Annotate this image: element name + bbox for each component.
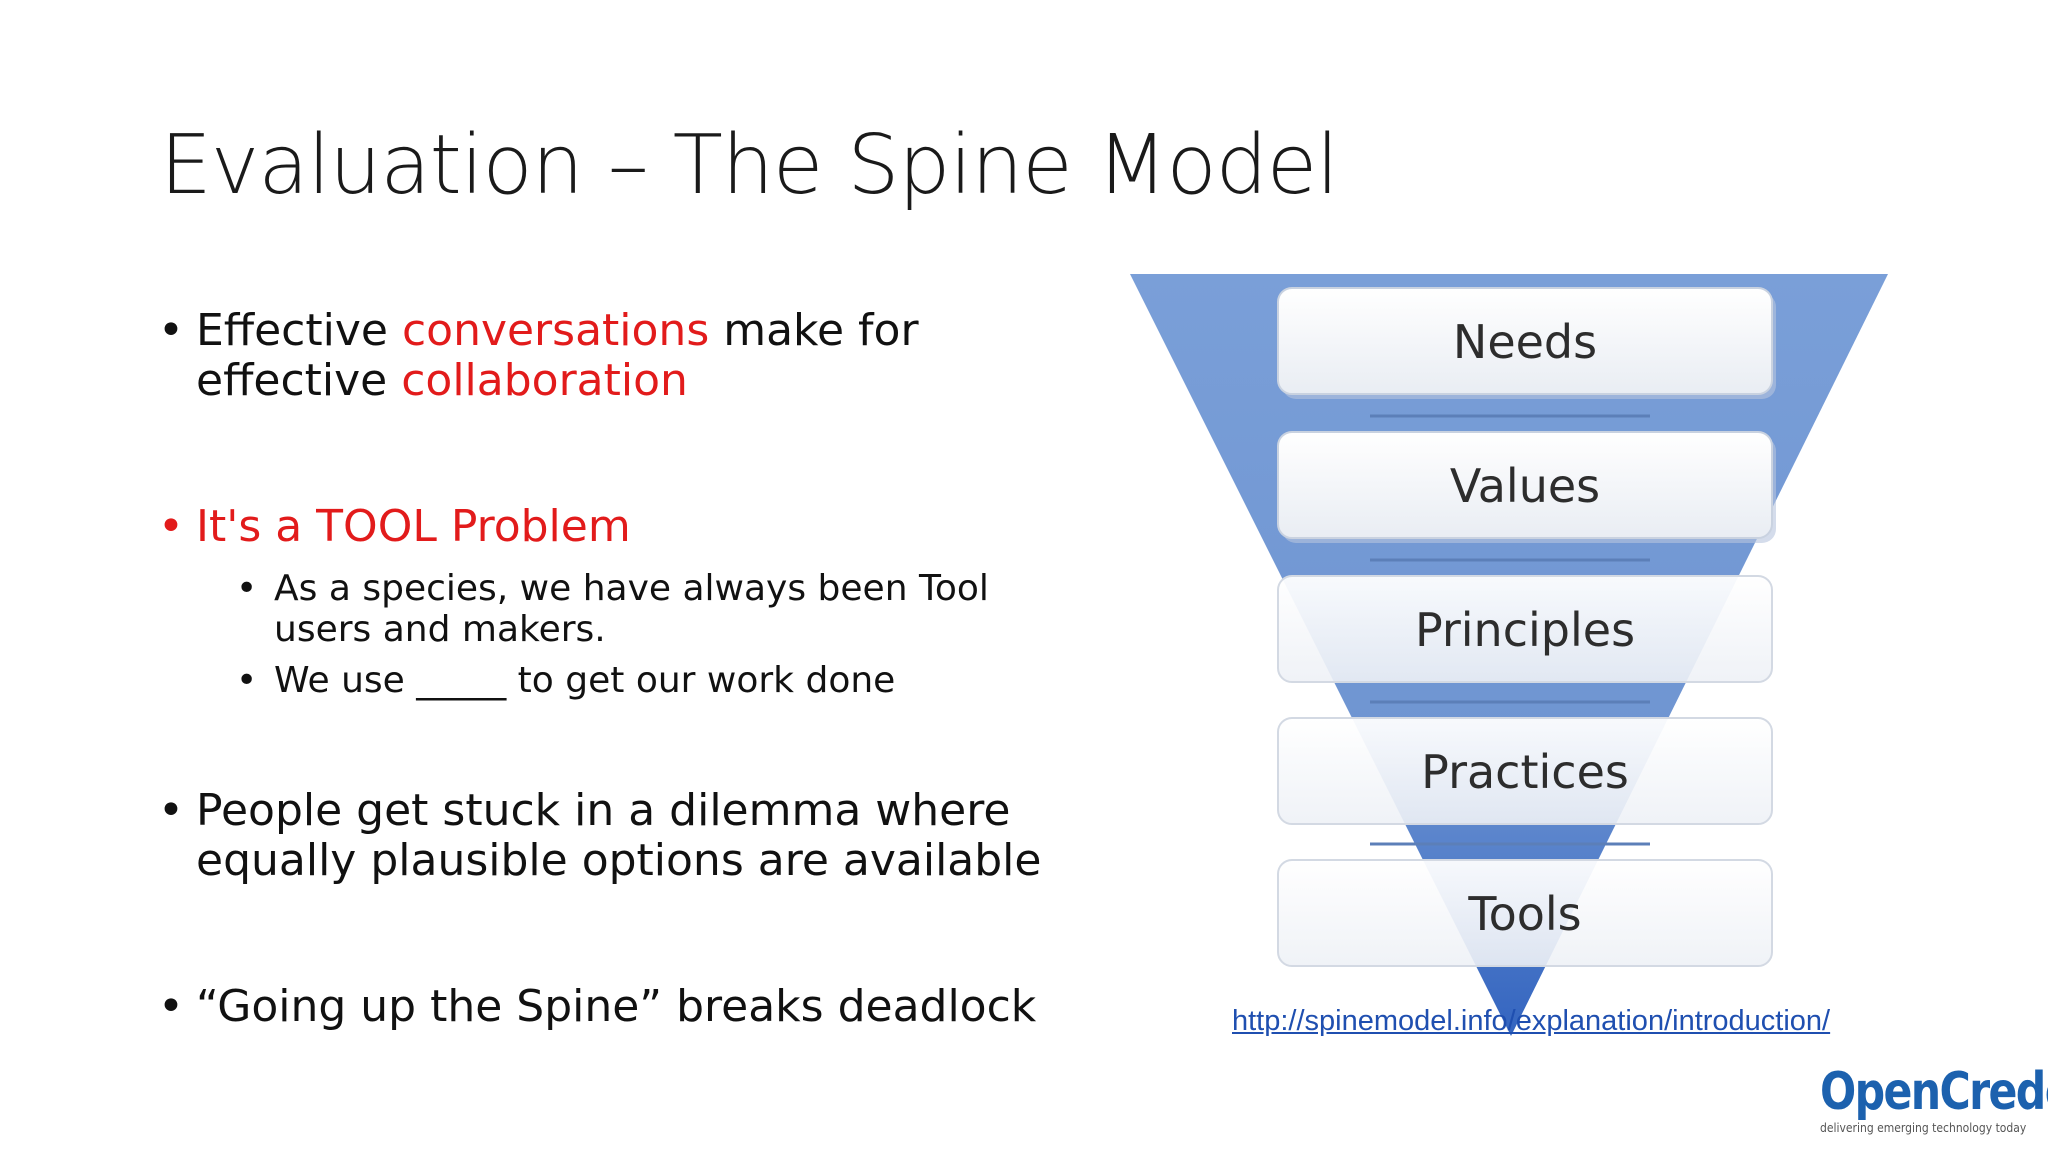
- spine-model-diagram: Needs Values Principles Practices Tools: [1130, 274, 1888, 1036]
- bullet-dot: •: [158, 785, 184, 836]
- bullet-tool-problem: • It's a TOOL Problem: [158, 502, 631, 552]
- bullet-dot: •: [236, 568, 258, 609]
- subbullet-text: We use _____ to get our work done: [274, 660, 896, 701]
- bullet-dot: •: [158, 305, 184, 356]
- bullet-line: People get stuck in a dilemma where: [196, 785, 1011, 836]
- bullet-line: Effective conversations make for: [196, 306, 919, 356]
- level-tools: Tools: [1277, 859, 1773, 967]
- subbullet-we-use: • We use _____ to get our work done: [236, 660, 895, 701]
- logo-tagline: delivering emerging technology today: [1820, 1121, 2027, 1135]
- subbullet-species: • As a species, we have always been Tool…: [236, 568, 989, 650]
- bullet-dot: •: [236, 660, 258, 701]
- bullet-text: effective: [196, 355, 402, 406]
- level-principles: Principles: [1277, 575, 1773, 683]
- level-needs: Needs: [1277, 287, 1776, 399]
- bullet-conversations: • Effective conversations make for effec…: [158, 306, 919, 406]
- bullet-text: It's a TOOL Problem: [196, 501, 631, 552]
- bullet-dilemma: • People get stuck in a dilemma where eq…: [158, 786, 1041, 886]
- subbullet-line: As a species, we have always been Tool: [274, 568, 989, 609]
- logo-wordmark: OpenCredo: [1820, 1062, 2048, 1122]
- bullet-line: equally plausible options are available: [196, 835, 1042, 886]
- highlight-conversations: conversations: [401, 305, 710, 356]
- bullet-text: make for: [709, 305, 919, 356]
- opencredo-logo: OpenCredo delivering emerging technology…: [1820, 1062, 2048, 1145]
- level-label-values: Values: [1450, 459, 1600, 513]
- level-values: Values: [1277, 431, 1776, 543]
- level-label-principles: Principles: [1415, 603, 1635, 657]
- level-label-tools: Tools: [1467, 887, 1581, 941]
- bullet-text: Effective: [196, 305, 402, 356]
- slide-title: Evaluation – The Spine Model: [160, 118, 1339, 213]
- bullet-dot: •: [158, 981, 184, 1032]
- bullet-dot: •: [158, 501, 184, 552]
- subbullet-line: users and makers.: [274, 609, 606, 650]
- bullet-text: “Going up the Spine” breaks deadlock: [196, 981, 1037, 1032]
- bullet-line: effective collaboration: [196, 356, 919, 406]
- level-label-needs: Needs: [1453, 315, 1597, 369]
- bullet-spine: • “Going up the Spine” breaks deadlock: [158, 982, 1036, 1032]
- level-practices: Practices: [1277, 717, 1773, 825]
- highlight-collaboration: collaboration: [401, 355, 688, 406]
- spine-model-link[interactable]: http://spinemodel.info/explanation/intro…: [1232, 1005, 1831, 1037]
- level-label-practices: Practices: [1421, 745, 1629, 799]
